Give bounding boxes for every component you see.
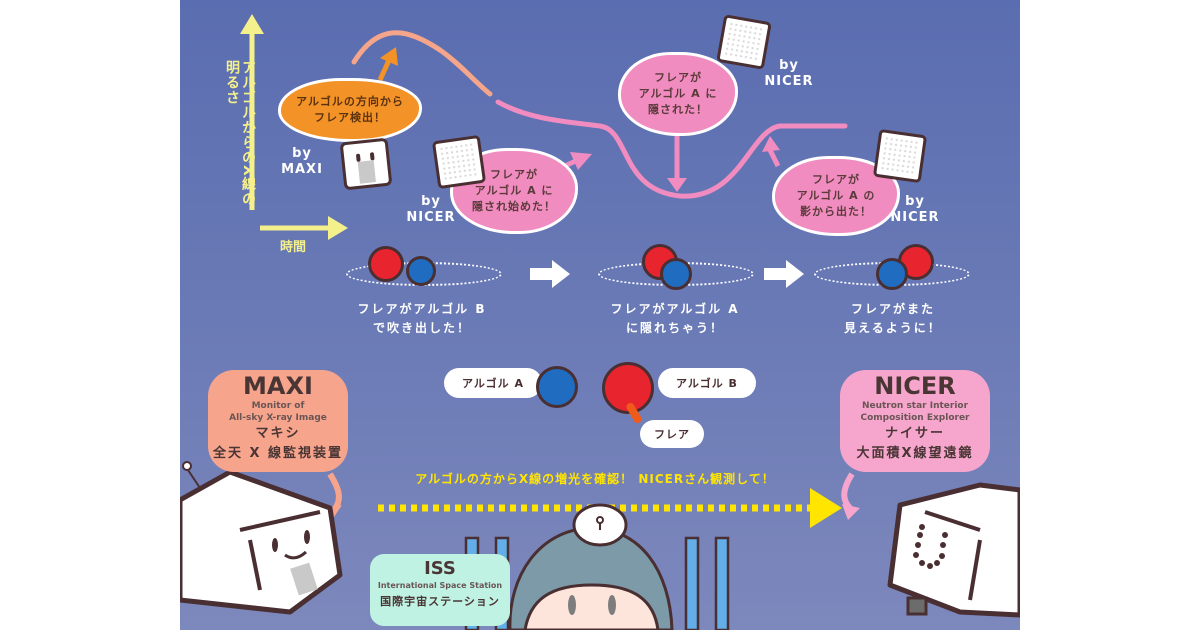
legend-algol-a-star xyxy=(536,366,578,408)
bubble-line: フレアが xyxy=(654,71,702,84)
nicer-kana: ナイサー xyxy=(884,426,945,441)
algol-b-star xyxy=(368,246,404,282)
iss-title: ISS xyxy=(424,558,456,579)
maxi-tail xyxy=(327,472,342,512)
maxi-japanese: 全天 X 線監視装置 xyxy=(212,446,344,461)
nicer-japanese: 大面積X線望遠鏡 xyxy=(856,446,974,461)
message-arrowhead xyxy=(810,488,842,528)
bubble-line: フレアが xyxy=(490,168,538,181)
nicer-tail xyxy=(841,472,855,511)
bubble-line: アルゴル A の xyxy=(796,189,876,202)
x-axis-arrowhead xyxy=(328,216,348,240)
nicer-robot xyxy=(887,482,1020,618)
caption-3: フレアがまた見えるように！ xyxy=(844,302,942,335)
nicer-icon xyxy=(872,128,928,184)
legend-algol-b-label: アルゴル B xyxy=(658,368,756,398)
nicer-icon xyxy=(431,134,487,190)
nicer-emerge-pointer-head xyxy=(762,136,780,152)
nicer-title: NICER xyxy=(874,372,956,400)
legend-algol-a-label: アルゴル A xyxy=(444,368,542,398)
nicer-icon xyxy=(716,14,772,70)
nicer-emerge-pointer xyxy=(767,148,781,168)
iss-bar xyxy=(714,536,730,630)
bubble-line: アルゴル A に xyxy=(474,184,554,197)
legend-algol-b-star xyxy=(602,362,654,414)
iss-japanese: 国際宇宙ステーション xyxy=(380,595,500,608)
message-text: アルゴルの方からX線の増光を確認！ NICERさん観測して！ xyxy=(415,472,775,486)
y-axis-label: アルゴルからのX線の明るさ xyxy=(224,60,256,207)
lightcurve-pink-segment xyxy=(495,99,848,199)
x-axis-label: 時間 xyxy=(280,240,307,255)
maxi-kana: マキシ xyxy=(255,426,301,441)
nicer-hidden-pointer-head xyxy=(667,178,687,192)
bubble-line: 隠された！ xyxy=(648,103,708,116)
bubble-line: フレアが xyxy=(812,173,860,186)
bubble-nicer-hidden: フレアが アルゴル A に 隠された！ xyxy=(618,52,738,136)
algol-a-star xyxy=(406,256,436,286)
nicer-tail-head xyxy=(842,504,860,520)
iss-info-box: ISS International Space Station 国際宇宙ステーシ… xyxy=(370,554,510,626)
progress-arrow-2 xyxy=(764,260,804,288)
bubble-line: 隠され始めた！ xyxy=(472,200,556,213)
algol-a-star xyxy=(660,258,692,290)
algol-a-star xyxy=(876,258,908,290)
iss-bar xyxy=(684,536,700,630)
maxi-pointer-head xyxy=(380,47,398,66)
nicer-start-pointer-head xyxy=(570,152,592,170)
doctor-character xyxy=(508,503,674,630)
maxi-robot xyxy=(180,461,343,615)
bubble-line: 影から出た！ xyxy=(800,205,872,218)
bubble-maxi-detect: アルゴルの方向から フレア検出！ xyxy=(278,78,422,142)
bubble-line: アルゴル A に xyxy=(638,87,718,100)
y-axis-arrowhead xyxy=(240,14,264,34)
maxi-title: MAXI xyxy=(243,372,313,400)
iss-subtitle: International Space Station xyxy=(377,581,503,590)
bubble-line: フレア検出！ xyxy=(314,111,386,124)
bubble-line: アルゴルの方向から xyxy=(296,95,404,108)
progress-arrow-1 xyxy=(530,260,570,288)
maxi-icon xyxy=(339,137,393,191)
lightcurve-orange-segment xyxy=(351,30,493,97)
legend-flare-label: フレア xyxy=(640,420,704,448)
